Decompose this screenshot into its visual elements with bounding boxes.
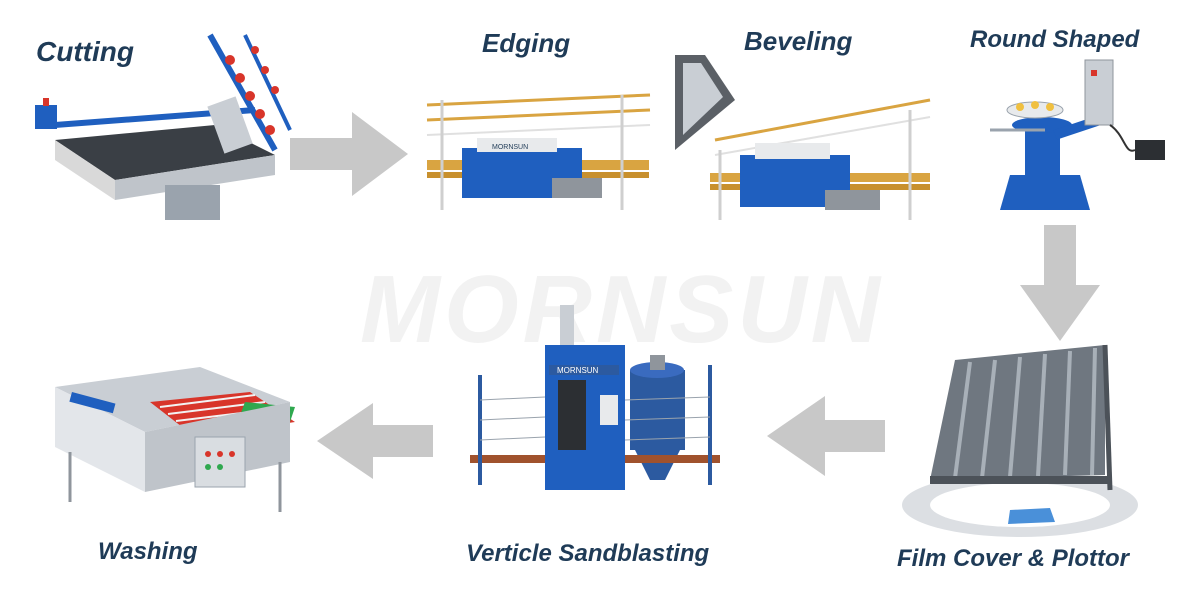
step-label-round-shaped: Round Shaped bbox=[970, 26, 1140, 53]
edging-machine-image: MORNSUN bbox=[426, 93, 651, 210]
arrow-left-icon bbox=[767, 396, 885, 476]
brand-plate: MORNSUN bbox=[492, 144, 528, 151]
beveling-machine-image bbox=[675, 55, 931, 220]
step-label-beveling: Beveling bbox=[744, 26, 853, 56]
arrow-right-icon bbox=[290, 112, 408, 196]
sandblaster-brand: MORNSUN bbox=[557, 366, 599, 375]
washing-machine-image bbox=[55, 367, 295, 512]
film-cover-plotter-image bbox=[902, 344, 1138, 537]
arrow-down-icon bbox=[1020, 225, 1100, 341]
step-label-sandblasting: Verticle Sandblasting bbox=[466, 540, 710, 567]
step-label-cutting: Cutting bbox=[36, 36, 134, 67]
step-label-edging: Edging bbox=[482, 28, 571, 58]
step-label-film-cover: Film Cover & Plottor bbox=[897, 545, 1130, 572]
sandblasting-machine-image: MORNSUN bbox=[470, 305, 720, 490]
cutting-machine-image bbox=[35, 33, 292, 220]
step-label-washing: Washing bbox=[98, 538, 198, 565]
round-shaped-machine-image bbox=[990, 59, 1165, 210]
arrow-left-icon bbox=[317, 403, 433, 479]
